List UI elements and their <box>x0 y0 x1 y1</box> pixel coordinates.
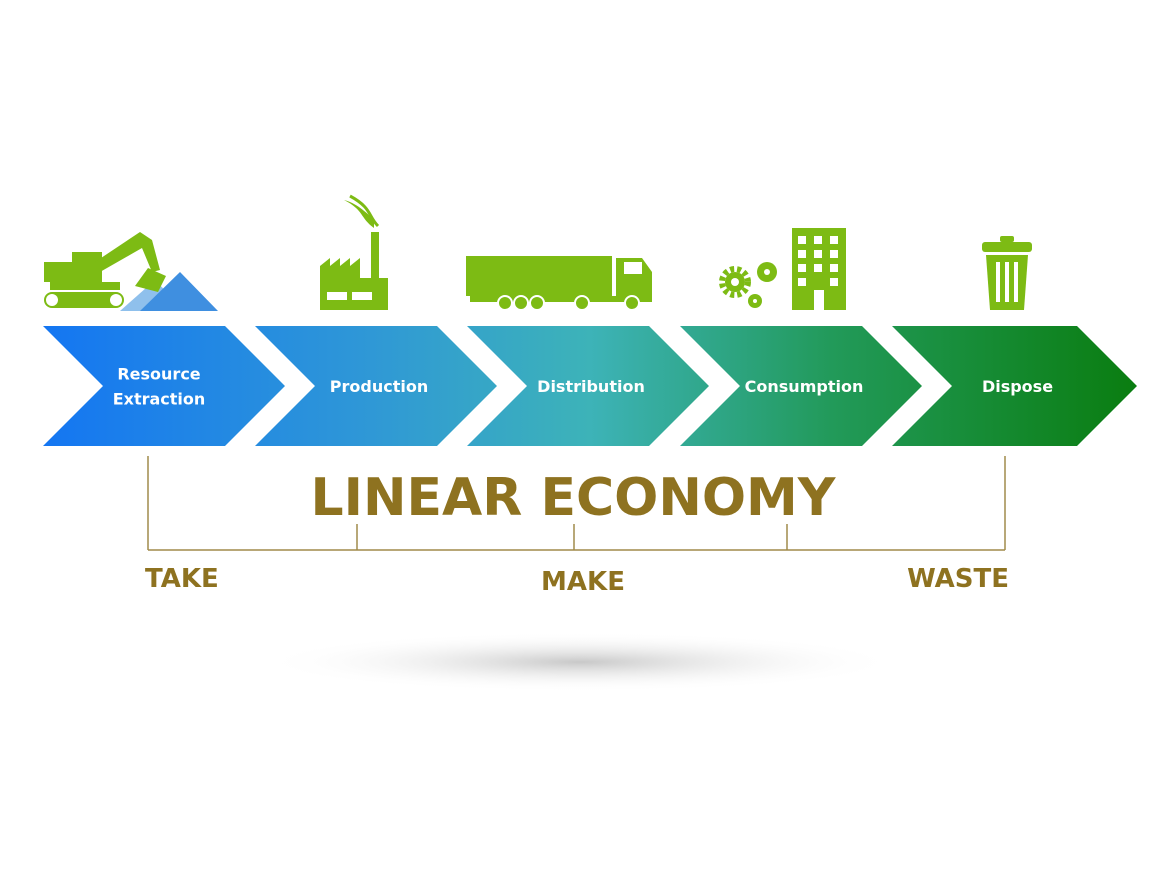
step-production: Production <box>255 326 497 446</box>
chevron-arrow <box>255 326 497 446</box>
chevron-arrow <box>892 326 1137 446</box>
step-label: Distribution <box>537 377 645 396</box>
phase-take: TAKE <box>145 564 219 594</box>
truck-icon <box>466 256 652 311</box>
excavator-icon <box>44 232 218 311</box>
factory-icon <box>320 194 388 310</box>
step-label: Dispose <box>982 377 1053 396</box>
chevron-arrow <box>43 326 285 446</box>
phase-make: MAKE <box>541 567 625 597</box>
step-label: Consumption <box>745 377 864 396</box>
diagram-title: LINEAR ECONOMY <box>311 468 837 528</box>
phase-bracket <box>147 456 1006 551</box>
step-consumption: Consumption <box>680 326 922 446</box>
step-dispose: Dispose <box>892 326 1137 446</box>
trash-can-icon <box>982 236 1032 310</box>
phase-waste: WASTE <box>907 564 1009 594</box>
step-distribution: Distribution <box>467 326 709 446</box>
step-label: Extraction <box>113 390 206 409</box>
step-label: Resource <box>117 365 200 384</box>
chevron-arrow <box>680 326 922 446</box>
chevron-arrow <box>467 326 709 446</box>
floor-shadow <box>260 632 900 692</box>
step-label: Production <box>330 377 428 396</box>
gears-building-icon <box>719 228 846 310</box>
